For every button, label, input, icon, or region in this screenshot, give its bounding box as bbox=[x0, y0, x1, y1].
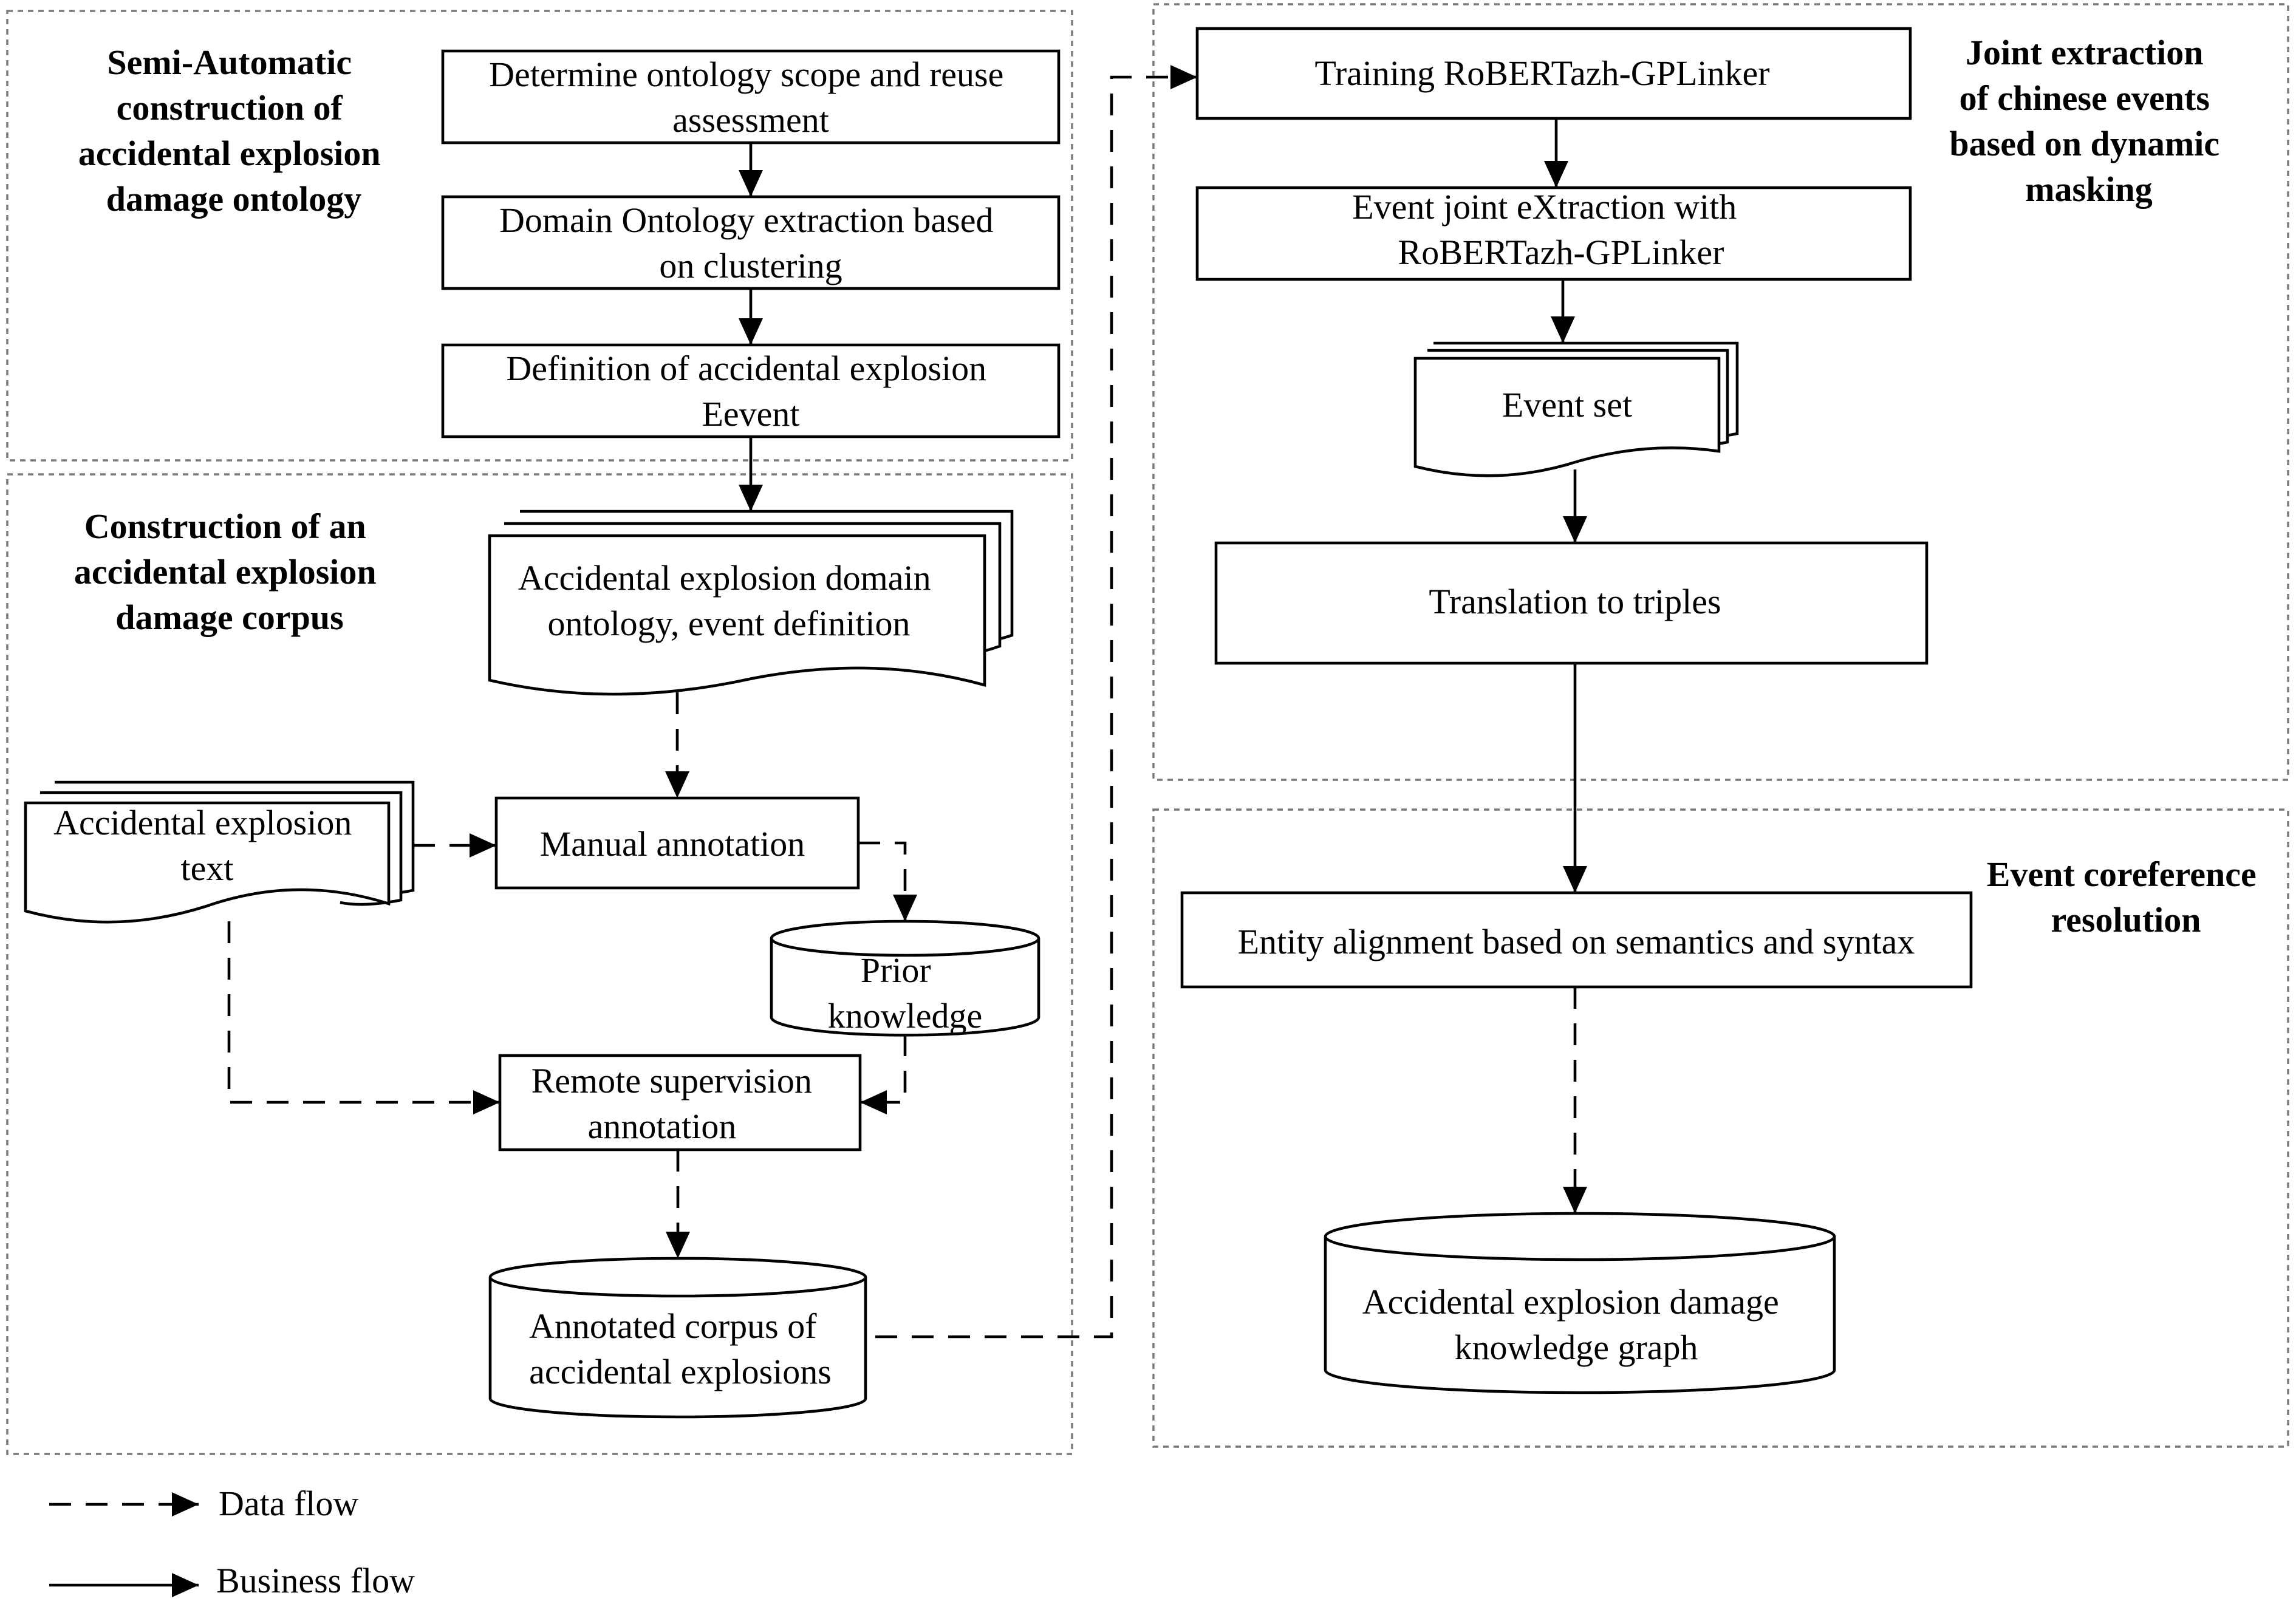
remote-supervision-box bbox=[498, 1054, 862, 1152]
remote-supervision-label-line: annotation bbox=[588, 1107, 737, 1146]
training-label-line: Training RoBERTazh-GPLinker bbox=[1314, 53, 1769, 93]
scope-label: Determine ontology scope and reuse asses… bbox=[489, 55, 1013, 140]
triples-label: Translation to triples bbox=[1429, 582, 1721, 621]
text-document-label-line: Accidental explosion bbox=[53, 803, 352, 842]
coref-title-line: Event coreference bbox=[1987, 855, 2257, 894]
ontology-document-label-line: ontology, event definition bbox=[547, 604, 910, 643]
ontology-document-label-line: Accidental explosion domain bbox=[518, 558, 931, 598]
event-set-document-stack bbox=[1413, 341, 1739, 477]
scope-label-line: Determine ontology scope and reuse bbox=[489, 55, 1003, 94]
prior-knowledge-cylinder bbox=[770, 920, 1040, 1037]
alignment-box bbox=[1180, 891, 1973, 989]
domain-extraction-label-line: Domain Ontology extraction based bbox=[499, 200, 993, 240]
triples-box bbox=[1214, 541, 1929, 665]
corpus-title-line: accidental explosion bbox=[74, 552, 377, 592]
text-document-stack bbox=[24, 780, 415, 924]
manual-annotation-label: Manual annotation bbox=[540, 824, 805, 864]
definition-label-line: Eevent bbox=[702, 394, 799, 434]
scope-label-line: assessment bbox=[672, 100, 829, 140]
joint-title-line: Joint extraction bbox=[1966, 33, 2203, 72]
joint-extraction-box bbox=[1195, 186, 1912, 281]
remote-supervision-label: Remote supervision annotation bbox=[531, 1061, 821, 1146]
manual-annotation-label-line: Manual annotation bbox=[540, 824, 805, 864]
arrow-corpus-to-training bbox=[875, 65, 1197, 1339]
prior-knowledge-label-line: Prior bbox=[861, 950, 931, 990]
arrow-prior-to-remote bbox=[860, 1034, 907, 1114]
remote-supervision-label-line: Remote supervision bbox=[531, 1061, 812, 1100]
legend-data-flow-label: Data flow bbox=[219, 1484, 358, 1523]
joint-extraction-label-line: Event joint eXtraction with bbox=[1352, 187, 1737, 227]
ontology-document-label: Accidental explosion domain ontology, ev… bbox=[518, 558, 940, 643]
definition-box bbox=[441, 343, 1061, 438]
ontology-title-line: construction of bbox=[117, 88, 343, 128]
corpus-title-line: damage corpus bbox=[115, 598, 343, 637]
annotated-corpus-cylinder bbox=[488, 1257, 867, 1419]
ontology-title-line: Semi-Automatic bbox=[107, 43, 352, 82]
coref-region-title: Event coreference resolution bbox=[1987, 855, 2265, 940]
event-set-label-line: Event set bbox=[1502, 385, 1632, 425]
prior-knowledge-label-line: knowledge bbox=[828, 996, 983, 1036]
arrow-manual-to-prior bbox=[858, 841, 917, 921]
text-document-label-line: text bbox=[181, 848, 234, 888]
event-set-label: Event set bbox=[1502, 385, 1632, 425]
knowledge-graph-label: Accidental explosion damage knowledge gr… bbox=[1362, 1282, 1788, 1367]
coref-title-line: resolution bbox=[2051, 900, 2201, 940]
prior-knowledge-label: Prior knowledge bbox=[828, 950, 983, 1036]
joint-extraction-label-line: RoBERTazh-GPLinker bbox=[1398, 233, 1724, 272]
alignment-label-line: Entity alignment based on semantics and … bbox=[1238, 922, 1915, 961]
ontology-document-stack bbox=[488, 510, 1014, 696]
domain-extraction-label: Domain Ontology extraction based on clus… bbox=[499, 200, 1002, 285]
annotated-corpus-label: Annotated corpus of accidental explosion… bbox=[529, 1306, 832, 1391]
domain-extraction-label-line: on clustering bbox=[659, 246, 842, 285]
text-document-label: Accidental explosion text bbox=[53, 803, 361, 888]
training-label: Training RoBERTazh-GPLinker bbox=[1314, 53, 1769, 93]
corpus-title-line: Construction of an bbox=[84, 507, 366, 546]
arrow-text-to-remote bbox=[227, 921, 500, 1114]
ontology-title-line: accidental explosion bbox=[78, 134, 381, 173]
scope-box bbox=[441, 49, 1061, 145]
ontology-region-title: Semi-Automatic construction of accidenta… bbox=[78, 43, 389, 219]
knowledge-graph-label-line: knowledge graph bbox=[1454, 1328, 1698, 1367]
annotated-corpus-label-line: accidental explosions bbox=[529, 1352, 832, 1391]
definition-label-line: Definition of accidental explosion bbox=[506, 349, 986, 388]
joint-extraction-label: Event joint eXtraction with RoBERTazh-GP… bbox=[1352, 187, 1746, 272]
joint-title-line: based on dynamic bbox=[1949, 124, 2219, 163]
knowledge-graph-label-line: Accidental explosion damage bbox=[1362, 1282, 1779, 1322]
triples-label-line: Translation to triples bbox=[1429, 582, 1721, 621]
knowledge-graph-cylinder bbox=[1324, 1212, 1836, 1394]
annotated-corpus-label-line: Annotated corpus of bbox=[529, 1306, 817, 1346]
joint-region-title: Joint extraction of chinese events based… bbox=[1949, 33, 2228, 209]
manual-annotation-box bbox=[494, 796, 860, 890]
ontology-title-line: damage ontology bbox=[106, 179, 362, 219]
alignment-label: Entity alignment based on semantics and … bbox=[1238, 922, 1915, 961]
definition-label: Definition of accidental explosion Eeven… bbox=[506, 349, 995, 434]
joint-title-line: of chinese events bbox=[1959, 78, 2210, 118]
region-coreference bbox=[1152, 808, 2289, 1448]
training-box bbox=[1195, 27, 1912, 120]
region-ontology bbox=[6, 10, 1073, 462]
region-joint-extraction bbox=[1152, 3, 2289, 781]
joint-title-line: masking bbox=[2025, 169, 2153, 209]
legend-business-flow-label: Business flow bbox=[216, 1561, 415, 1600]
corpus-region-title: Construction of an accidental explosion … bbox=[74, 507, 385, 637]
